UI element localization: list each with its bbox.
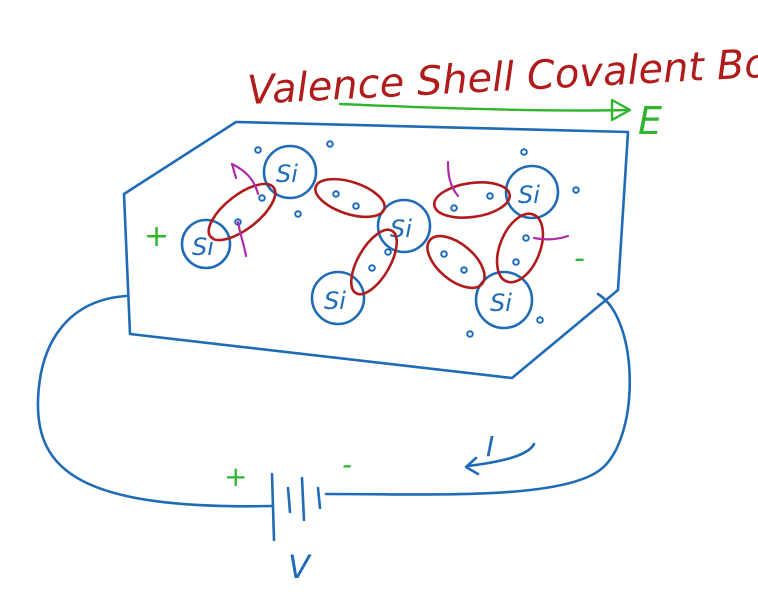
slab-minus-sign: - xyxy=(574,241,585,276)
electron-motion-arrow xyxy=(230,162,260,196)
si-atom: Si xyxy=(180,218,232,270)
svg-text:Si: Si xyxy=(324,287,346,315)
current-arrow xyxy=(466,442,536,468)
battery-plate-1 xyxy=(270,472,276,542)
battery-plate-2 xyxy=(286,486,292,514)
svg-text:Si: Si xyxy=(276,160,298,188)
field-arrow xyxy=(338,102,630,112)
electron-motion-arrow xyxy=(532,234,570,241)
svg-text:Si: Si xyxy=(490,289,512,317)
svg-text:Si: Si xyxy=(518,181,540,209)
left-wire xyxy=(36,294,274,508)
electron-motion-arrow xyxy=(236,220,248,258)
battery-plate-4 xyxy=(316,486,322,510)
covalent-bond xyxy=(207,182,277,242)
battery xyxy=(270,472,322,542)
current-label: I xyxy=(486,430,494,463)
covalent-bond xyxy=(314,177,386,219)
covalent-bond xyxy=(432,181,512,219)
electron-motion-arrow xyxy=(230,162,238,180)
battery-plate-3 xyxy=(300,476,306,522)
title-text: Valence Shell Covalent Bonds xyxy=(246,37,758,114)
si-atom: Si xyxy=(310,270,366,326)
field-label: E xyxy=(638,99,662,143)
slab-plus-sign: + xyxy=(144,219,169,254)
covalent-bond xyxy=(426,234,486,290)
battery-minus-sign: - xyxy=(342,448,352,481)
svg-text:Si: Si xyxy=(192,233,214,261)
battery-plus-sign: + xyxy=(224,460,247,493)
semiconductor-slab xyxy=(122,120,630,380)
field-arrowhead xyxy=(610,98,632,122)
svg-text:Si: Si xyxy=(390,215,412,243)
si-atom: Si xyxy=(262,144,318,200)
si-atom: Si xyxy=(474,270,534,330)
covalent-bond xyxy=(495,212,545,284)
covalent-bond xyxy=(349,228,399,296)
si-atom: Si xyxy=(504,164,560,220)
current-arrowhead xyxy=(464,456,480,476)
right-wire xyxy=(324,292,631,496)
electron-motion-arrow xyxy=(446,160,460,198)
voltage-label: V xyxy=(288,548,312,586)
